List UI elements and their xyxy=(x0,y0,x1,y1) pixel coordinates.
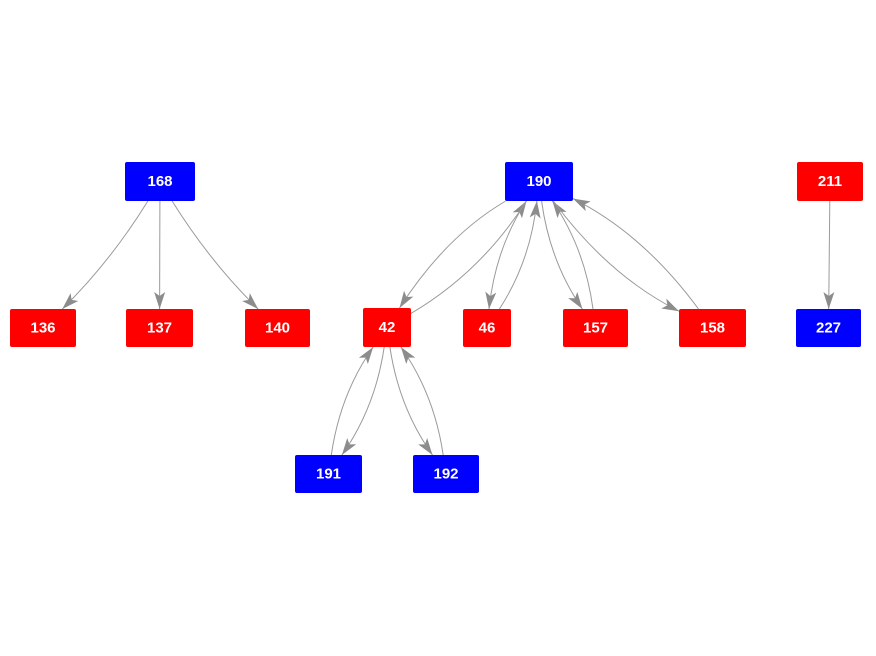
arrowhead-192-to-42 xyxy=(400,347,416,365)
edge-168-to-136 xyxy=(61,200,149,310)
arrowhead-42-to-192 xyxy=(418,437,433,455)
arrowhead-211-to-227 xyxy=(823,291,835,309)
node-label-211: 211 xyxy=(818,173,842,190)
node-label-190: 190 xyxy=(526,173,551,190)
nodes-layer: 168 190 211 136 137 140 42 46 157 158 227 191 192 xyxy=(10,162,863,493)
node-label-168: 168 xyxy=(147,173,172,190)
node-rect-192 xyxy=(413,455,479,493)
arrowhead-190-to-158 xyxy=(661,298,679,312)
graph-node-190: 190 xyxy=(505,162,573,201)
arrowhead-191-to-42 xyxy=(358,347,374,365)
node-rect-46 xyxy=(463,309,511,347)
edge-190-to-46 xyxy=(488,200,527,310)
graph-node-227: 227 xyxy=(796,309,861,347)
graph-node-192: 192 xyxy=(413,455,479,493)
node-label-136: 136 xyxy=(30,320,55,337)
graph-node-42: 42 xyxy=(363,308,411,347)
graph-node-211: 211 xyxy=(797,162,863,201)
arrowhead-42-to-191 xyxy=(341,437,357,455)
edge-158-to-190 xyxy=(572,198,699,310)
graph-node-140: 140 xyxy=(245,309,310,347)
node-rect-42 xyxy=(363,308,411,347)
node-rect-140 xyxy=(245,309,310,347)
arrowhead-190-to-42 xyxy=(399,290,414,308)
edges-layer xyxy=(61,198,835,456)
arrowhead-190-to-46 xyxy=(485,291,497,309)
node-rect-211 xyxy=(797,162,863,201)
edge-190-to-157 xyxy=(541,200,583,310)
arrowhead-46-to-190 xyxy=(529,201,541,219)
node-rect-190 xyxy=(505,162,573,201)
edge-42-to-190 xyxy=(410,200,527,314)
graph-node-46: 46 xyxy=(463,309,511,347)
edge-168-to-140 xyxy=(171,200,259,310)
node-rect-137 xyxy=(126,309,193,347)
arrowhead-168-to-137 xyxy=(154,291,166,309)
graph-node-137: 137 xyxy=(126,309,193,347)
arrowhead-168-to-140 xyxy=(242,293,259,309)
graph-node-157: 157 xyxy=(563,309,628,347)
node-rect-158 xyxy=(679,309,746,347)
graph-node-191: 191 xyxy=(295,455,362,493)
node-label-46: 46 xyxy=(479,320,496,337)
node-label-140: 140 xyxy=(265,320,290,337)
node-label-227: 227 xyxy=(816,320,841,337)
arrowhead-190-to-157 xyxy=(568,291,583,309)
node-label-158: 158 xyxy=(700,320,725,337)
node-rect-136 xyxy=(10,309,76,347)
node-label-191: 191 xyxy=(316,466,341,483)
node-rect-227 xyxy=(796,309,861,347)
node-rect-157 xyxy=(563,309,628,347)
graph-node-158: 158 xyxy=(679,309,746,347)
node-rect-168 xyxy=(125,162,195,201)
node-label-157: 157 xyxy=(583,320,608,337)
graph-node-136: 136 xyxy=(10,309,76,347)
node-label-192: 192 xyxy=(433,466,458,483)
node-label-42: 42 xyxy=(379,319,396,336)
node-label-137: 137 xyxy=(147,320,172,337)
edge-190-to-42 xyxy=(399,200,506,309)
node-rect-191 xyxy=(295,455,362,493)
arrowhead-158-to-190 xyxy=(573,198,591,212)
edge-211-to-227 xyxy=(828,200,831,310)
arrowhead-168-to-136 xyxy=(62,293,79,309)
edge-46-to-190 xyxy=(498,200,538,310)
graph-node-168: 168 xyxy=(125,162,195,201)
edge-190-to-158 xyxy=(552,200,680,312)
